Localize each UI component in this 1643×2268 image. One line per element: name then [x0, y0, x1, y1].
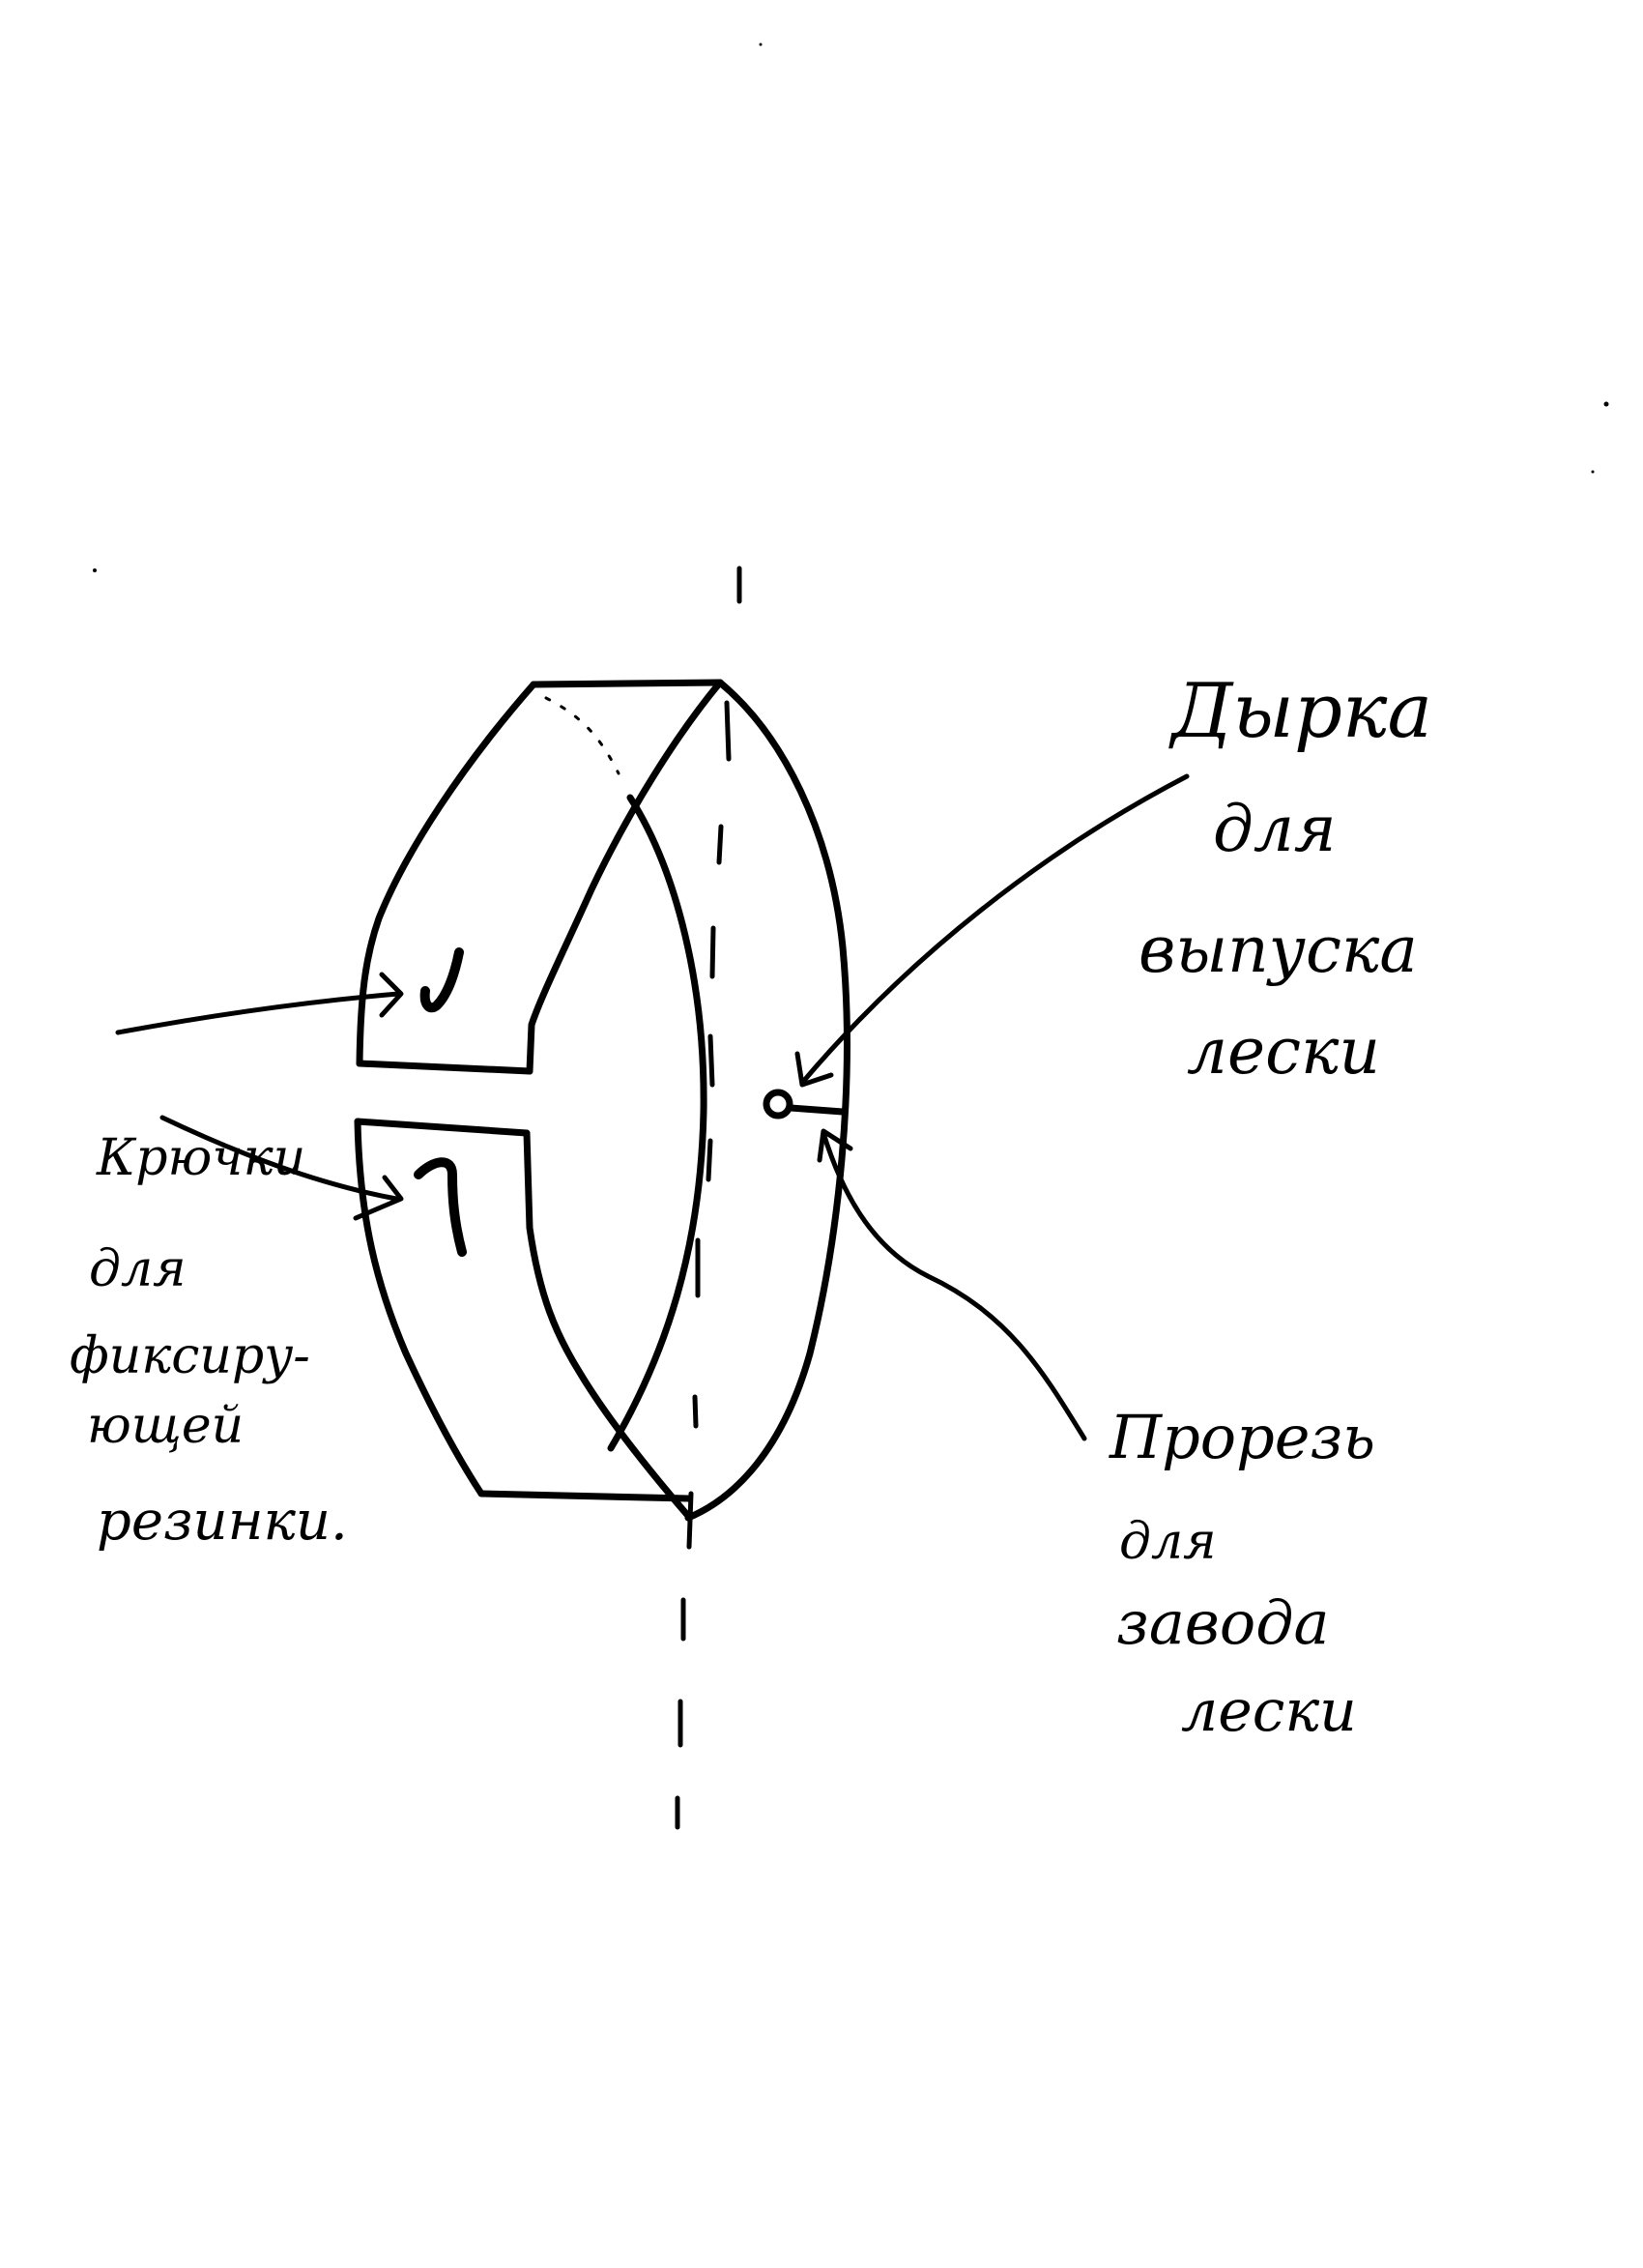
hole-feature	[763, 1089, 847, 1119]
ring-inner-rim	[526, 679, 724, 1075]
label-slot-line-2: для	[1119, 1513, 1217, 1571]
hidden-lines	[544, 696, 620, 775]
label-slot-line-4: лески	[1181, 1677, 1357, 1745]
slot-line	[787, 1104, 847, 1116]
hook-lower-icon	[414, 1157, 467, 1257]
label-hooks-line-5: резинки.	[97, 1490, 348, 1553]
label-hooks-line-3: фиксиру-	[70, 1327, 310, 1385]
label-hole: Дырка для выпуска лески	[1139, 668, 1432, 1089]
ring-cut-upper	[356, 1060, 533, 1075]
ring-left-edge-upper	[356, 681, 537, 1067]
label-hole-line-1: Дырка	[1168, 668, 1432, 755]
arrow-hook-upper	[115, 991, 401, 1035]
hook-upper-icon	[419, 947, 464, 1013]
ring-cut-lower	[354, 1118, 531, 1137]
label-hooks-line-4: ющей	[87, 1397, 244, 1455]
hooks	[414, 947, 467, 1257]
arrow-hook-lower	[159, 1115, 399, 1202]
ring-inner-rim-lower	[523, 1129, 692, 1520]
label-slot-line-1: Прорезь	[1109, 1402, 1375, 1472]
ring-top-edge	[530, 679, 724, 688]
label-hole-line-3: выпуска	[1139, 913, 1418, 987]
arrow-hole	[799, 773, 1190, 1086]
scan-specks	[93, 43, 1609, 572]
label-slot-line-3: завода	[1116, 1587, 1329, 1658]
ring-back-curve	[607, 794, 707, 1452]
axis-centerline	[675, 566, 742, 1830]
label-hooks: Крючки для фиксиру- ющей резинки.	[70, 1129, 348, 1553]
label-hole-line-4: лески	[1187, 1014, 1380, 1089]
hole-circle	[763, 1089, 793, 1119]
ring-bottom-edge	[477, 1490, 692, 1502]
label-hole-line-2: для	[1213, 792, 1337, 866]
label-hooks-line-2: для	[89, 1240, 187, 1298]
ring-left-edge-lower	[354, 1118, 485, 1497]
arrow-slot	[821, 1130, 1087, 1441]
ring-outer-rim	[684, 679, 850, 1522]
label-hooks-line-1: Крючки	[96, 1129, 305, 1187]
label-slot: Прорезь для завода лески	[1109, 1402, 1375, 1745]
leader-arrows	[115, 773, 1190, 1441]
reel-ring	[354, 679, 850, 1522]
